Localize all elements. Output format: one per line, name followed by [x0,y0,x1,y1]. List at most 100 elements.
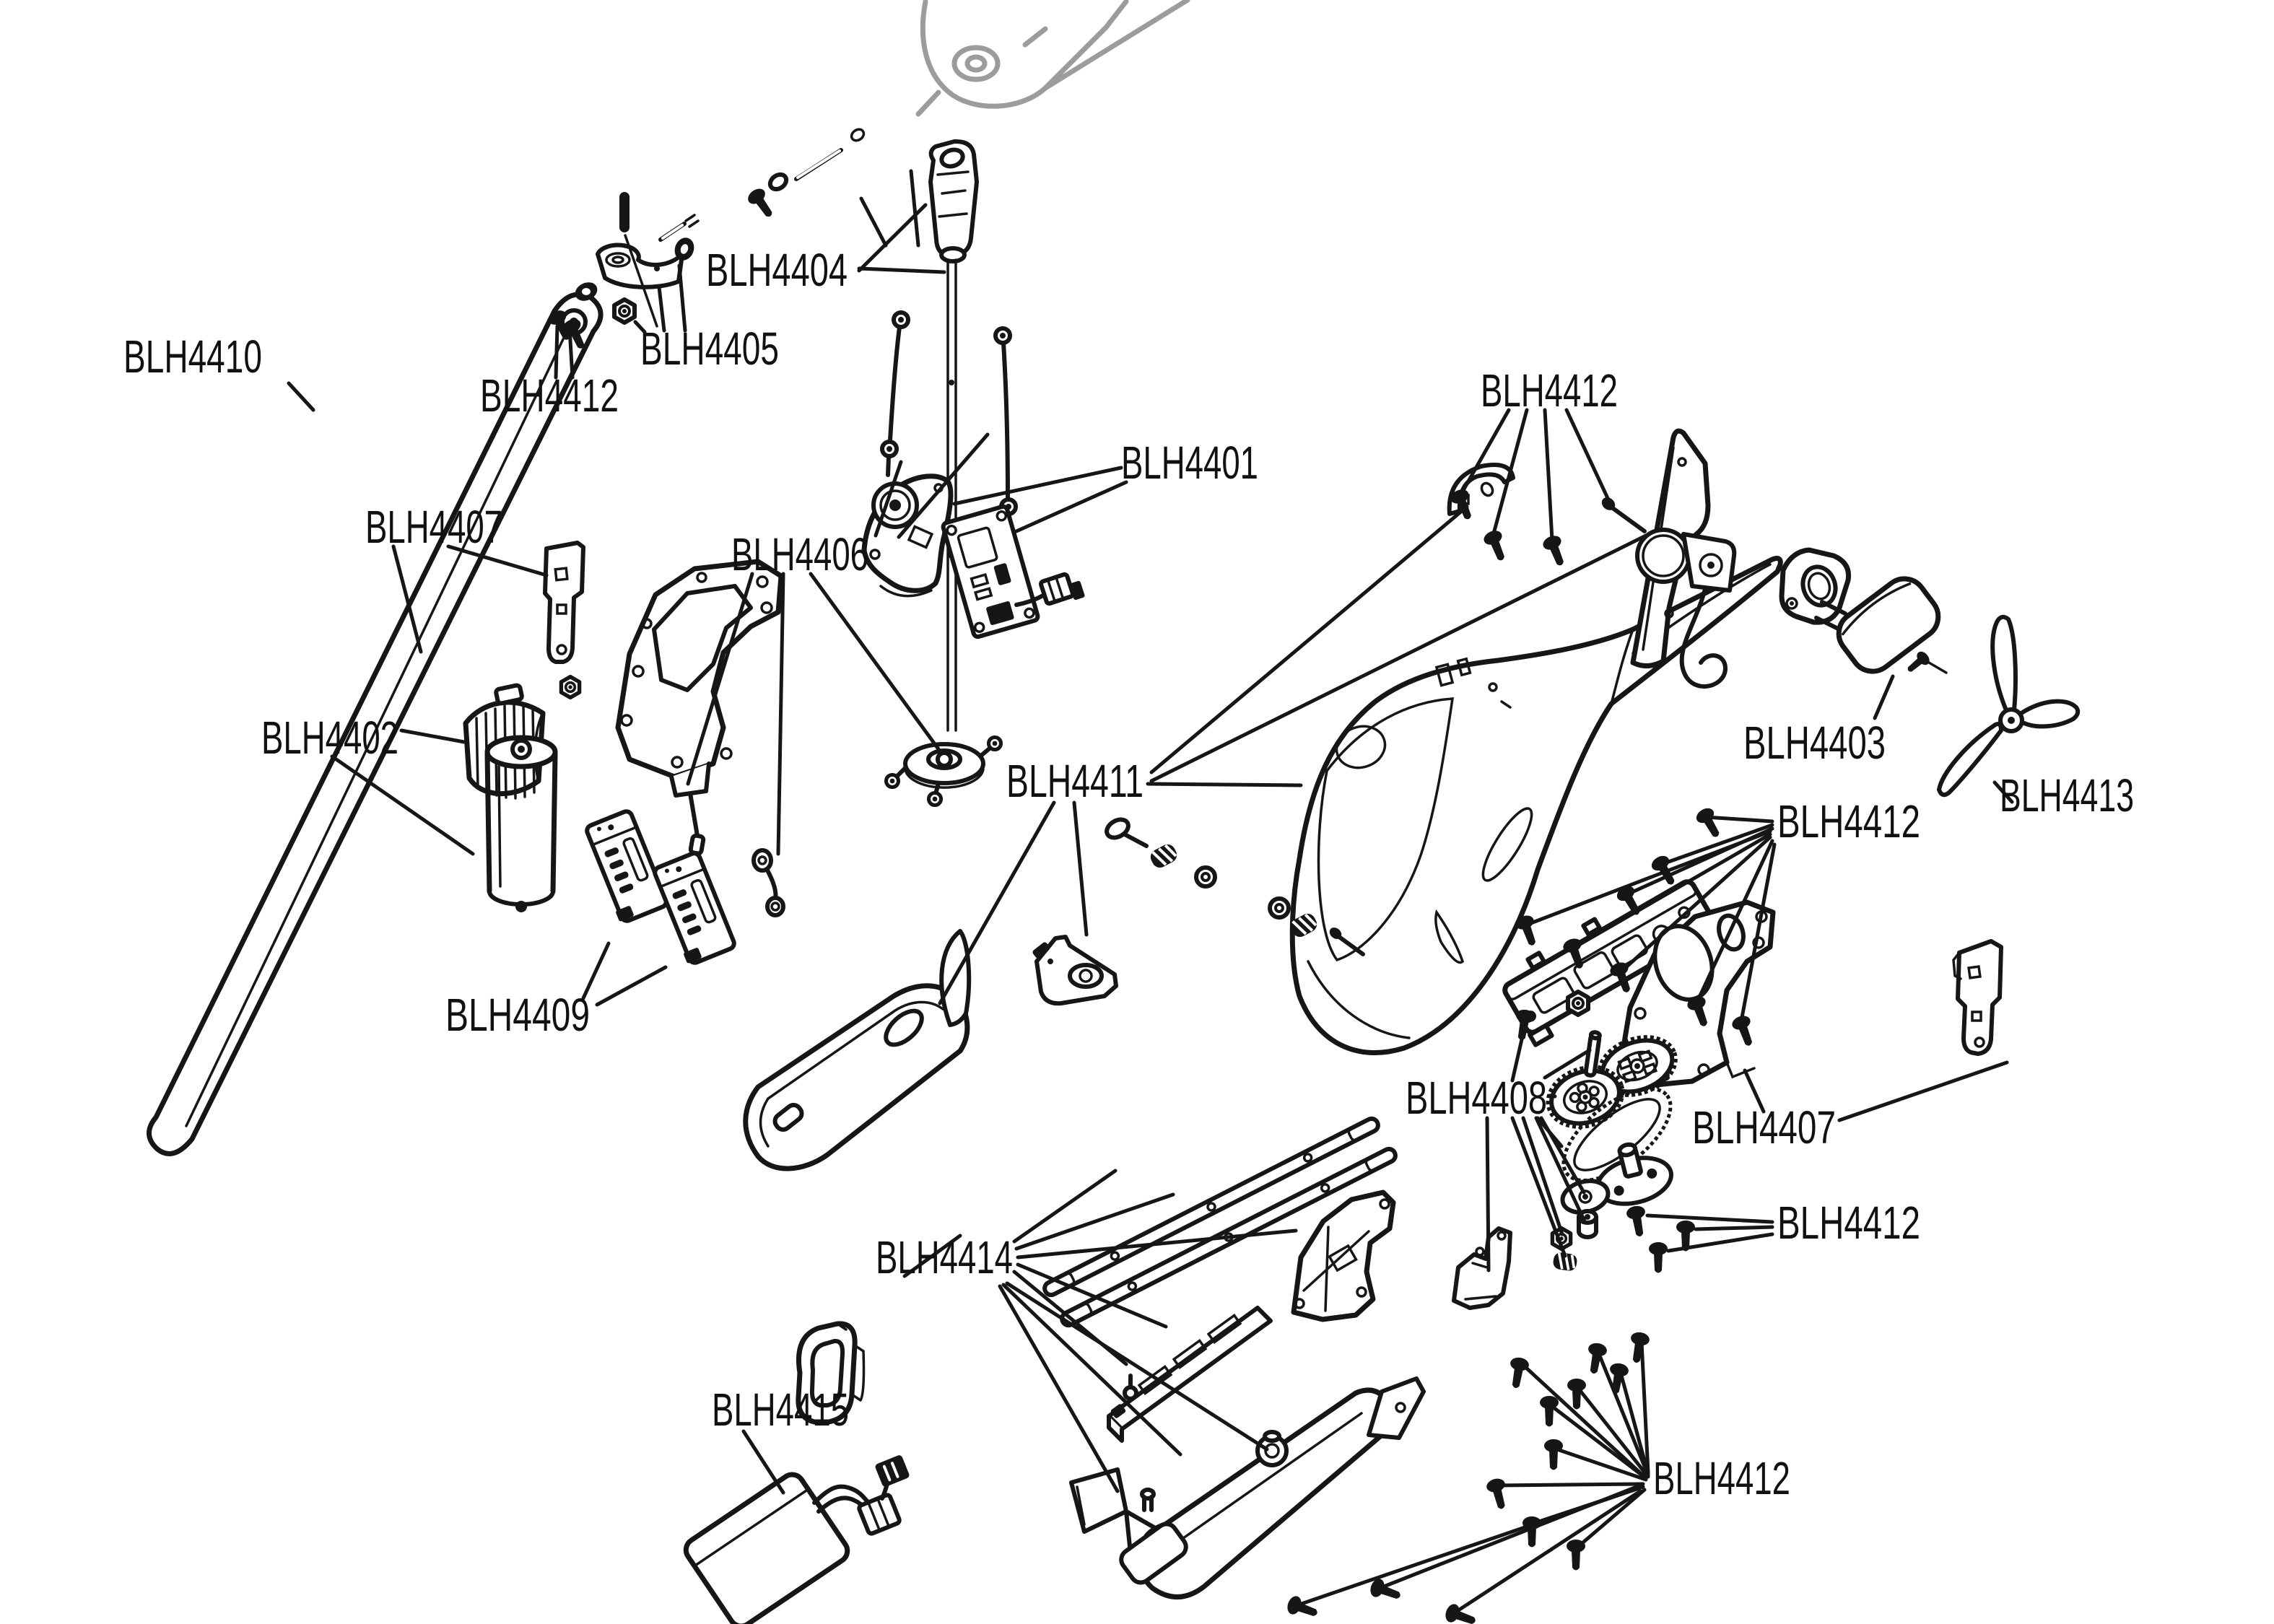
screw-icon [1481,528,1511,564]
part-label: BLH4404 [706,244,848,296]
part-label: BLH4412 [1481,364,1618,416]
hub-locknut-icon [614,300,635,323]
tail-rotor-prop [1937,614,2081,798]
leader-line [287,381,315,412]
anti-rotation-bracket-left [543,541,585,664]
fuselage-tail-boom [1289,556,1783,1055]
bracket-nut-icon [561,677,579,698]
canopy-grommet-icon [1270,899,1289,917]
part-label: BLH4412 [480,370,619,422]
part-label: BLH4412 [1777,795,1920,847]
leader-line [1694,839,1774,1005]
leader-line [741,1429,785,1495]
part-label: BLH4403 [1743,717,1886,769]
part-label: BLH4405 [640,323,779,375]
bottom-screws [1285,1330,1651,1624]
leader-line [1497,1482,1645,1488]
leader-line [1491,408,1529,538]
screw-icon [1541,533,1570,569]
leader-line [1510,1116,1567,1258]
screw-icon [1443,1602,1478,1624]
labels: BLH4410 BLH4412 BLH4405 BLH4404 BLH4407 … [123,244,2134,1504]
leader-lines [287,169,2014,1615]
leader-line [330,754,475,856]
leader-line [1146,782,1303,787]
part-label: BLH4406 [731,528,868,580]
tail-boom-clamp [1447,463,1515,516]
cyclic-servo-1 [585,809,668,923]
part-label: BLH4410 [123,331,262,383]
part-label: BLH4401 [1121,437,1258,489]
leader-line [1576,1386,1650,1479]
canopy-grommet-icon [1196,868,1215,886]
part-label: BLH4414 [876,1231,1013,1283]
leader-line [1573,832,1772,949]
tail-mount-screws [1448,486,1647,569]
leader-line [952,466,1123,506]
rotor-hub [596,214,700,289]
leader-line [446,544,549,577]
leader-line [1645,1213,1774,1224]
tail-motor-cover [1814,576,1948,677]
receiver-board [941,504,1085,639]
leader-line [399,728,466,744]
guide-pin [1583,1030,1602,1078]
linkage-rod-left [882,313,908,477]
screw-icon [1649,1242,1668,1273]
leader-line [1873,674,1895,720]
leader-line [998,1284,1120,1493]
battery-tray [1107,1306,1273,1443]
part-label: BLH4409 [445,989,590,1041]
leader-line [1639,1340,1650,1475]
flight-battery [683,1455,910,1624]
landing-skid [1119,1376,1426,1599]
part-label: BLH4407 [1692,1101,1836,1153]
leader-line [909,169,920,248]
canopy-hardware [1032,817,1365,1006]
leader-line [1527,829,1772,926]
canopy-latch [1032,935,1118,1006]
leader-line [1534,1116,1587,1225]
leader-line [1837,1060,2009,1122]
leader-line [657,285,666,333]
leader-line [1694,1225,1774,1231]
leader-line [1548,1403,1648,1480]
leader-line [1543,408,1554,542]
screw-icon [1626,1330,1651,1365]
battery-connectors [812,1455,910,1536]
part-label: BLH4402 [261,712,398,764]
screw-icon [1694,805,1726,842]
servo-pushrod [681,780,706,856]
leader-line [595,965,668,1007]
control-link [752,848,785,917]
tail-boom-end-cap [1779,547,1852,625]
leader-line [1597,1352,1650,1477]
leader-line [554,324,559,380]
part-label: BLH4412 [1653,1452,1790,1504]
leader-line [1012,1169,1118,1244]
leader-line [1149,505,1469,774]
leader-line [1739,842,1777,1023]
leader-line [1539,1116,1586,1195]
canopy-spring-icon [1148,842,1180,870]
part-label: BLH4413 [2000,769,2134,821]
swashplate [886,738,1001,806]
head-parts-cluster [745,128,1016,732]
leader-line [1458,408,1511,499]
anti-rotation-bracket-right [1952,939,2003,1056]
leader-line [1452,1489,1642,1615]
leader-line [567,326,575,380]
leader-line [1149,533,1648,783]
part-label: BLH4408 [1406,1072,1547,1124]
leader-line [857,266,946,274]
leader-line [1016,1228,1298,1260]
leader-line [1743,1068,1766,1114]
part-label: BLH4412 [1777,1197,1920,1249]
foam-battery-holder [796,1321,866,1425]
drive-train [1452,1030,1678,1310]
leader-line [633,320,647,334]
leader-line [938,800,1056,1005]
leader-line [1619,1371,1650,1476]
leader-line [1510,1021,1528,1083]
motor-mount [1452,1226,1512,1310]
